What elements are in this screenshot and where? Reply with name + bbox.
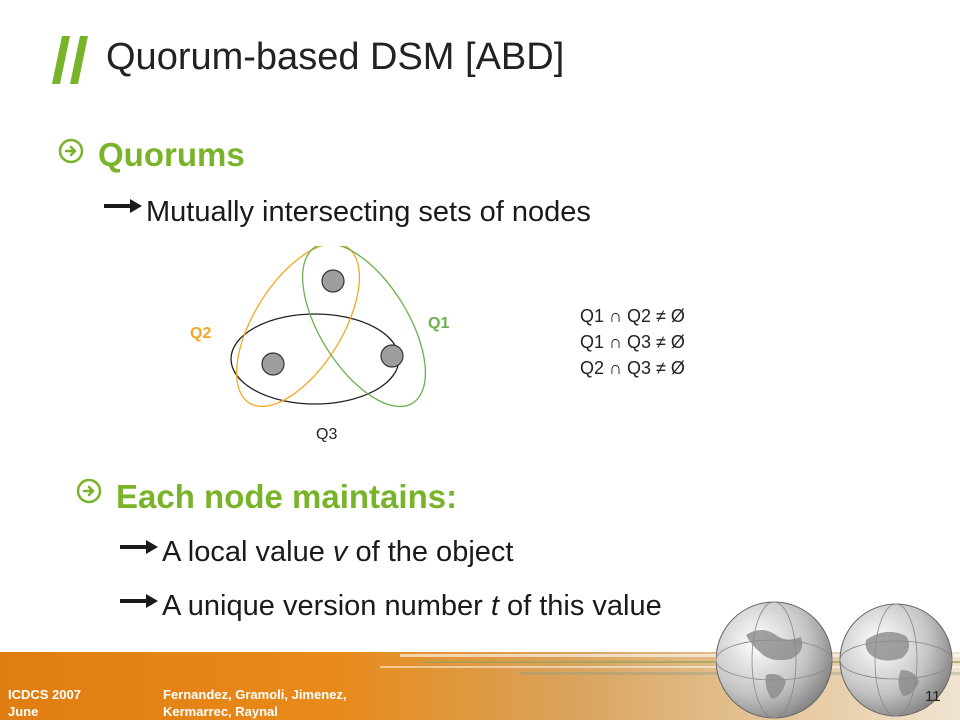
quorum-diagram: Q2 Q1 Q3 xyxy=(190,246,449,443)
local-value-text-after: of the object xyxy=(347,536,514,568)
equation-q2-q3: Q2 ∩ Q3 ≠ Ø xyxy=(580,358,685,378)
local-value-variable: v xyxy=(332,536,348,568)
version-variable: t xyxy=(490,590,499,622)
footer-conference-line2: June xyxy=(8,704,39,719)
version-text-after: of this value xyxy=(498,590,662,622)
equation-q1-q2: Q1 ∩ Q2 ≠ Ø xyxy=(580,306,685,326)
right-arrow-icon xyxy=(120,594,158,608)
quorums-definition: Mutually intersecting sets of nodes xyxy=(146,196,591,228)
title-slash-decoration xyxy=(52,36,88,84)
node-right xyxy=(380,344,404,368)
quorums-heading: Quorums xyxy=(98,136,245,173)
quorum-q2-ellipse xyxy=(235,246,361,408)
footer-conference: ICDCS 2007 June xyxy=(8,686,81,720)
node-state-local-value: A local value v of the object xyxy=(162,536,513,569)
globe-decoration xyxy=(716,601,953,719)
node-left xyxy=(261,352,285,376)
page-number: 11 xyxy=(925,688,941,705)
node-state-version-number: A unique version number t of this value xyxy=(162,590,662,623)
quorum-q1-ellipse xyxy=(301,246,427,408)
local-value-text-before: A local value xyxy=(162,536,333,568)
right-arrow-icon xyxy=(104,199,142,213)
footer-conference-line1: ICDCS 2007 xyxy=(8,687,81,702)
footer-authors-line2: Kermarrec, Raynal xyxy=(163,704,278,719)
version-text-before: A unique version number xyxy=(162,590,491,622)
right-arrow-icon xyxy=(120,540,158,554)
equation-q1-q3: Q1 ∩ Q3 ≠ Ø xyxy=(580,332,685,352)
footer-authors-line1: Fernandez, Gramoli, Jimenez, xyxy=(163,687,347,702)
slide-title: Quorum-based DSM [ABD] xyxy=(106,36,565,78)
node-top xyxy=(321,269,345,293)
label-q2: Q2 xyxy=(190,325,211,342)
label-q1: Q1 xyxy=(428,315,449,332)
node-state-heading: Each node maintains: xyxy=(116,478,458,515)
footer-authors: Fernandez, Gramoli, Jimenez, Kermarrec, … xyxy=(163,686,347,720)
label-q3: Q3 xyxy=(316,426,337,443)
arrow-circle-icon xyxy=(58,138,84,164)
arrow-circle-icon xyxy=(76,478,102,504)
